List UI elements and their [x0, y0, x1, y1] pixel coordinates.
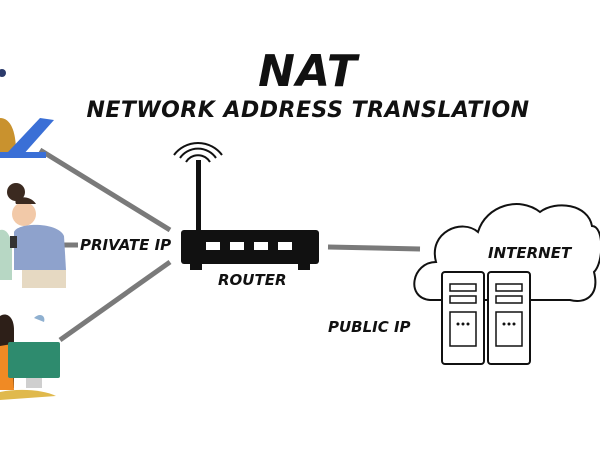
- page-subtitle: NETWORK ADDRESS TRANSLATION: [86, 98, 530, 123]
- desktop-user-illustration: [0, 314, 60, 400]
- link-desktop-router: [58, 259, 172, 343]
- server-icon: [441, 271, 485, 365]
- private-ip-label: PRIVATE IP: [80, 236, 172, 254]
- page-title: NAT: [258, 46, 358, 97]
- public-ip-label: PUBLIC IP: [328, 318, 411, 336]
- internet-label: INTERNET: [488, 244, 572, 262]
- router-icon: [181, 160, 319, 270]
- router-label: ROUTER: [218, 271, 287, 289]
- link-laptop-router: [38, 147, 172, 233]
- wifi-signal-icon: [173, 142, 223, 163]
- laptop-user-illustration: [0, 69, 54, 158]
- server-icon: [487, 271, 531, 365]
- link-router-internet: [327, 244, 421, 252]
- people-illustration: [0, 183, 66, 288]
